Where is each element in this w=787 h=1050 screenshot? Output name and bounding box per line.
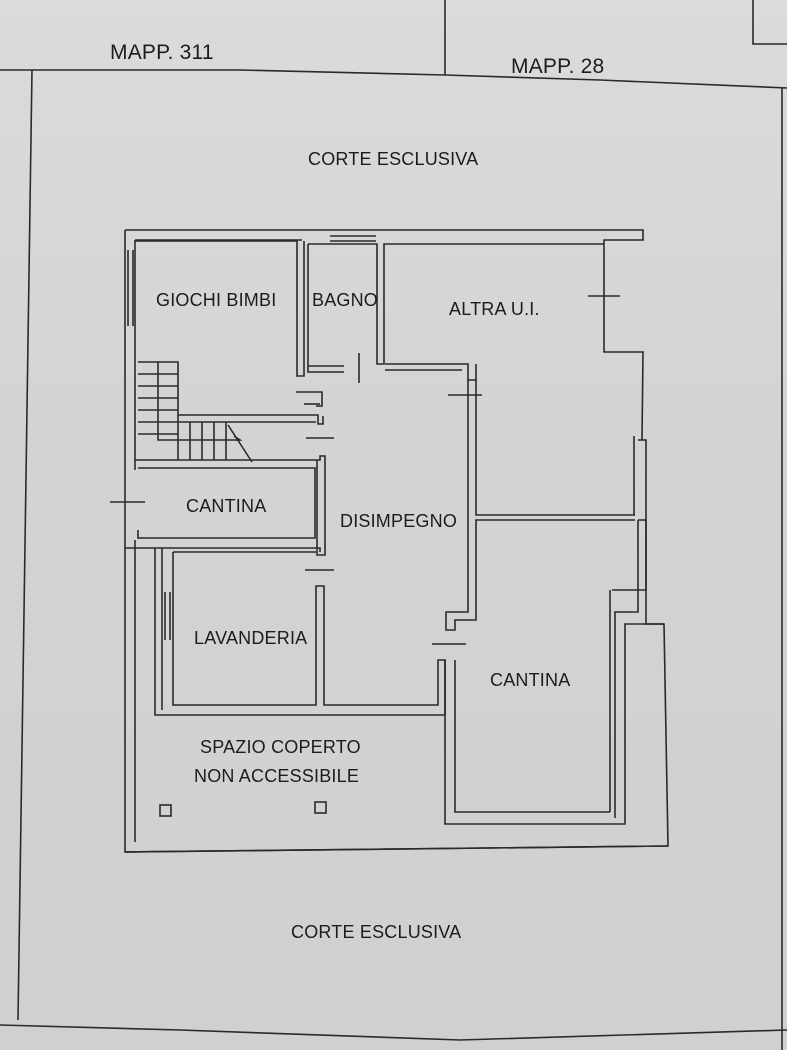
room-label-spazio-coperto-line2: NON ACCESSIBILE bbox=[194, 766, 360, 786]
courtyard-label-bottom: CORTE ESCLUSIVA bbox=[291, 922, 462, 942]
boundary-top bbox=[0, 69, 787, 89]
boundary-bottom bbox=[0, 1024, 787, 1041]
room-label-giochi-bimbi: GIOCHI BIMBI bbox=[156, 290, 277, 310]
room-label-spazio-coperto-line1: SPAZIO COPERTO bbox=[200, 737, 361, 757]
outer-wall bbox=[125, 229, 644, 441]
room-label-cantina-2: CANTINA bbox=[490, 670, 571, 690]
room-label-disimpegno: DISIMPEGNO bbox=[340, 511, 458, 531]
boundary-left bbox=[17, 69, 33, 1021]
parcel-label-right: MAPP. 28 bbox=[511, 55, 605, 78]
room-label-lavanderia: LAVANDERIA bbox=[194, 628, 308, 648]
stairs bbox=[138, 361, 240, 460]
room-label-altra-ui: ALTRA U.I. bbox=[449, 299, 540, 319]
courtyard-label-top: CORTE ESCLUSIVA bbox=[308, 149, 479, 169]
pillar bbox=[159, 804, 172, 817]
room-label-bagno: BAGNO bbox=[312, 290, 379, 310]
title-box bbox=[752, 0, 787, 45]
room-label-cantina-1: CANTINA bbox=[186, 496, 267, 516]
parcel-label-left: MAPP. 311 bbox=[110, 41, 214, 64]
pillar bbox=[314, 801, 327, 814]
